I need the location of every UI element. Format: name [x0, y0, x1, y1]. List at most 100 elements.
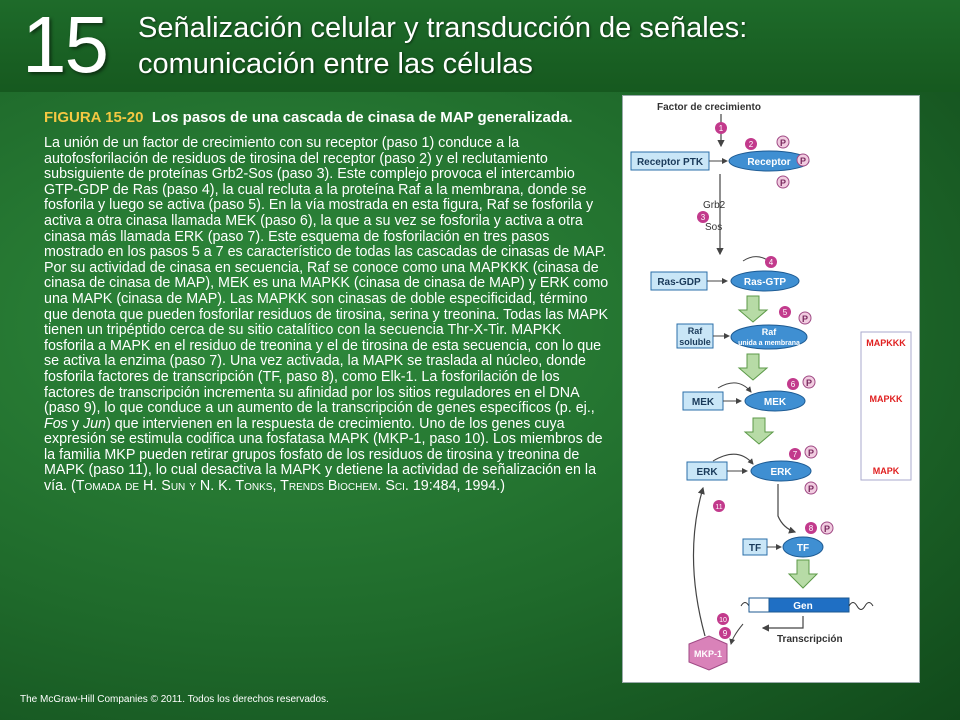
raf-membrane-label2: unida a membrana: [738, 340, 800, 347]
phosphate-mek-label: P: [806, 378, 812, 388]
step-1: [715, 122, 727, 134]
phosphate-tf-label: P: [824, 524, 830, 534]
copyright-footer: The McGraw-Hill Companies © 2011. Todos …: [20, 694, 329, 705]
chapter-title-line1: Señalización celular y transducción de s…: [138, 12, 748, 44]
header-bar: 15 Señalización celular y transducción d…: [0, 0, 960, 92]
map-kinase-diagram: Factor de crecimiento Receptor PTK Recep…: [622, 95, 920, 683]
gene-fos: Fos: [44, 415, 68, 432]
phosphate-erk-2-label: P: [808, 484, 814, 494]
step-3: [697, 211, 709, 223]
step-4-label: 4: [769, 258, 774, 267]
big-arrow-erk: [743, 417, 775, 445]
grb2-label: Grb2: [703, 200, 726, 211]
dna-right: [848, 602, 874, 610]
tf-ellipse-label: TF: [797, 543, 809, 554]
mek-ellipse-label: MEK: [764, 397, 787, 408]
step-8-label: 8: [809, 524, 814, 533]
step-7-label: 7: [793, 450, 798, 459]
legend-mapkk: MAPKK: [870, 394, 903, 404]
chapter-number: 15: [22, 0, 109, 89]
phosphate-erk-1-label: P: [808, 448, 814, 458]
big-arrow-gene: [787, 559, 819, 589]
step-8: [805, 522, 817, 534]
phosphate-raf-label: P: [802, 314, 808, 324]
caption-text-and: y: [67, 415, 83, 432]
phosphate-1: [776, 135, 790, 149]
step-10-label: 10: [719, 617, 727, 624]
arrow-erk-curve: [712, 453, 754, 465]
step-6-label: 6: [791, 380, 796, 389]
diagram-svg: Factor de crecimiento Receptor PTK Recep…: [630, 102, 912, 671]
arrow-erk-tf: [777, 484, 797, 534]
phosphate-tf: [820, 521, 834, 535]
mek-box-label: MEK: [692, 397, 715, 408]
raf-membrane-ellipse: [730, 324, 808, 350]
gene-jun: Jun: [82, 415, 106, 432]
mkp1-shape: [688, 635, 728, 671]
phosphate-group: P P P P P P P P: [776, 135, 834, 535]
step-markers: 1 2 3 4 5 6 7 8 9 10 11: [697, 122, 817, 639]
raf-membrane-label1: Raf: [762, 327, 778, 337]
step-11-label: 11: [715, 504, 722, 511]
figure-heading: Los pasos de una cascada de cinasa de MA…: [151, 109, 573, 126]
step-2-label: 2: [749, 140, 754, 149]
raf-soluble-label1: Raf: [688, 326, 704, 336]
phosphate-2: [796, 153, 810, 167]
phosphate-2-label: P: [800, 156, 806, 166]
gene-promoter: [748, 597, 770, 613]
erk-ellipse: [750, 460, 812, 482]
step-5: [779, 306, 791, 318]
step-1-label: 1: [719, 124, 724, 133]
chapter-title-line2: comunicación entre las células: [138, 48, 533, 80]
phosphate-3-label: P: [780, 178, 786, 188]
step-9-label: 9: [723, 629, 728, 638]
kinase-legend-box: [860, 331, 912, 481]
phosphate-3: [776, 175, 790, 189]
ras-gtp-label: Ras-GTP: [744, 277, 787, 288]
legend-mapkkk: MAPKKK: [866, 338, 906, 348]
growth-factor-label: Factor de crecimiento: [657, 102, 761, 113]
ras-gtp-ellipse: [730, 270, 800, 292]
figure-number: FIGURA 15-20: [44, 109, 144, 126]
receptor-label: Receptor: [747, 157, 790, 168]
phosphate-raf: [798, 311, 812, 325]
legend-mapk: MAPK: [873, 466, 900, 476]
step-4: [765, 256, 777, 268]
arrow-dephosphorylation: [692, 486, 706, 637]
chapter-title: Señalización celular y transducción de s…: [138, 10, 838, 82]
arrow-transcription: [761, 616, 804, 632]
erk-ellipse-label: ERK: [770, 467, 792, 478]
step-10: [717, 613, 729, 625]
tf-box-label: TF: [749, 543, 761, 554]
caption-text-part2: ) que intervienen en la respuesta de cre…: [44, 415, 603, 495]
big-arrow-raf: [737, 295, 769, 323]
figure-title: FIGURA 15-20 Los pasos de una cascada de…: [44, 106, 610, 130]
step-6: [787, 378, 799, 390]
raf-soluble-label2: soluble: [679, 337, 711, 347]
ras-gdp-label: Ras-GDP: [657, 277, 701, 288]
gene-label: Gen: [793, 601, 812, 612]
step-9: [719, 627, 731, 639]
caption-text-part1: La unión de un factor de crecimiento con…: [44, 135, 609, 417]
arrow-mkp-induce: [729, 623, 744, 645]
caption-block: FIGURA 15-20 Los pasos de una cascada de…: [44, 106, 610, 495]
gene-box: [768, 597, 850, 613]
sos-label: Sos: [705, 222, 722, 233]
step-5-label: 5: [783, 308, 788, 317]
caption-body: La unión de un factor de crecimiento con…: [44, 135, 610, 495]
arrow-mek-curve: [717, 382, 752, 393]
phosphate-mek: [802, 375, 816, 389]
erk-box-label: ERK: [696, 467, 718, 478]
big-arrow-mek: [737, 353, 769, 381]
step-3-label: 3: [701, 213, 706, 222]
step-2: [745, 138, 757, 150]
caption-source: Tomada de H. Sun y N. K. Tonks, Trends B…: [75, 478, 409, 495]
caption-text-part3: 19:484, 1994.): [408, 478, 506, 495]
tf-ellipse: [782, 536, 824, 558]
step-7: [789, 448, 801, 460]
step-11: [713, 500, 725, 512]
receptor-ptk-label: Receptor PTK: [637, 157, 704, 168]
phosphate-erk-2: [804, 481, 818, 495]
transcription-label: Transcripción: [777, 634, 843, 645]
mek-ellipse: [744, 390, 806, 412]
